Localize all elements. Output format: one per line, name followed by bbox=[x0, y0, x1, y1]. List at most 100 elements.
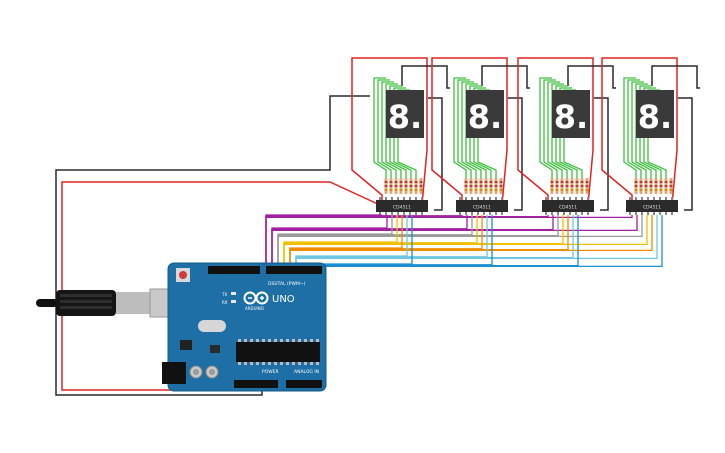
resistor[interactable] bbox=[394, 178, 398, 194]
resistor[interactable] bbox=[550, 178, 554, 194]
wire-green-segment[interactable] bbox=[639, 85, 657, 178]
wire-green-segment[interactable] bbox=[547, 81, 563, 178]
resistor-band bbox=[644, 181, 648, 183]
wire-green-segment[interactable] bbox=[373, 77, 387, 178]
display-unit[interactable]: 8.CD4511 bbox=[431, 57, 530, 215]
resistor-band bbox=[664, 181, 668, 183]
wire-green-segment[interactable] bbox=[457, 79, 472, 178]
wire-black-common[interactable] bbox=[567, 65, 616, 89]
wire-green-segment[interactable] bbox=[635, 83, 652, 178]
wire-green-segment[interactable] bbox=[461, 81, 477, 178]
resistor[interactable] bbox=[479, 178, 483, 194]
wire-green-segment[interactable] bbox=[377, 79, 392, 178]
wire-green-segment[interactable] bbox=[555, 85, 573, 178]
resistor[interactable] bbox=[555, 178, 559, 194]
resistor[interactable] bbox=[639, 178, 643, 194]
wire-green-segment[interactable] bbox=[559, 87, 578, 178]
wire-red-vcc[interactable] bbox=[351, 57, 428, 206]
wire-red-vcc[interactable] bbox=[517, 57, 594, 206]
resistor[interactable] bbox=[575, 178, 579, 194]
resistor[interactable] bbox=[585, 178, 589, 194]
resistor-band bbox=[479, 185, 483, 187]
power-jack[interactable] bbox=[162, 362, 186, 384]
resistor[interactable] bbox=[570, 178, 574, 194]
resistor[interactable] bbox=[664, 178, 668, 194]
resistor[interactable] bbox=[644, 178, 648, 194]
reset-button-cap[interactable] bbox=[179, 271, 187, 279]
resistor[interactable] bbox=[649, 178, 653, 194]
display-unit[interactable]: 8.CD4511 bbox=[351, 57, 450, 215]
cd4511-chip[interactable]: CD4511 bbox=[376, 197, 428, 215]
cd4511-chip[interactable]: CD4511 bbox=[542, 197, 594, 215]
wire-data-bus[interactable] bbox=[295, 215, 658, 266]
resistor[interactable] bbox=[384, 178, 388, 194]
atmega-pin bbox=[256, 339, 259, 342]
resistor[interactable] bbox=[469, 178, 473, 194]
wire-green-segment[interactable] bbox=[465, 83, 482, 178]
wire-black-common[interactable] bbox=[401, 65, 450, 89]
resistor[interactable] bbox=[654, 178, 658, 194]
wire-black-ground[interactable] bbox=[594, 97, 609, 211]
wire-green-segment[interactable] bbox=[393, 87, 412, 178]
resistor[interactable] bbox=[489, 178, 493, 194]
resistor[interactable] bbox=[419, 178, 423, 194]
wire-data-bus[interactable] bbox=[265, 215, 633, 266]
wire-green-segment[interactable] bbox=[551, 83, 568, 178]
digital-header-low[interactable] bbox=[208, 266, 260, 274]
wire-black-gnd[interactable] bbox=[55, 95, 370, 396]
usb-plug-ridge bbox=[60, 306, 112, 309]
wire-green-segment[interactable] bbox=[543, 79, 558, 178]
resistor-band bbox=[414, 185, 418, 187]
resistor[interactable] bbox=[494, 178, 498, 194]
wire-black-ground[interactable] bbox=[508, 97, 523, 211]
wire-black-common[interactable] bbox=[481, 65, 530, 89]
power-header[interactable] bbox=[234, 380, 278, 388]
resistor[interactable] bbox=[580, 178, 584, 194]
resistor[interactable] bbox=[474, 178, 478, 194]
resistor[interactable] bbox=[484, 178, 488, 194]
atmega-pin bbox=[274, 339, 277, 342]
wire-green-segment[interactable] bbox=[385, 83, 402, 178]
wire-green-segment[interactable] bbox=[389, 85, 407, 178]
wire-green-segment[interactable] bbox=[469, 85, 487, 178]
cd4511-chip[interactable]: CD4511 bbox=[626, 197, 678, 215]
wire-green-segment[interactable] bbox=[631, 81, 647, 178]
resistor[interactable] bbox=[499, 178, 503, 194]
wire-green-segment[interactable] bbox=[643, 87, 662, 178]
resistor[interactable] bbox=[669, 178, 673, 194]
resistor[interactable] bbox=[404, 178, 408, 194]
cd4511-chip[interactable]: CD4511 bbox=[456, 197, 508, 215]
resistor[interactable] bbox=[414, 178, 418, 194]
resistor[interactable] bbox=[389, 178, 393, 194]
display-unit[interactable]: 8.CD4511 bbox=[517, 57, 616, 215]
resistor-band bbox=[565, 189, 569, 191]
analog-header[interactable] bbox=[286, 380, 322, 388]
wire-green-segment[interactable] bbox=[381, 81, 397, 178]
wire-green-segment[interactable] bbox=[623, 77, 637, 178]
usb-cable[interactable] bbox=[36, 288, 187, 318]
wire-red-vcc[interactable] bbox=[601, 57, 678, 206]
digital-header-high[interactable] bbox=[266, 266, 322, 274]
resistor[interactable] bbox=[464, 178, 468, 194]
wire-data-bus[interactable] bbox=[271, 215, 638, 266]
resistor[interactable] bbox=[409, 178, 413, 194]
display-unit[interactable]: 8.CD4511 bbox=[601, 57, 700, 215]
arduino-uno-board[interactable]: DIGITAL (PWM~) TX RX UNO ARDUINO bbox=[162, 262, 327, 392]
wire-black-ground[interactable] bbox=[428, 97, 443, 211]
wire-black-ground[interactable] bbox=[678, 97, 693, 211]
resistor[interactable] bbox=[560, 178, 564, 194]
wire-green-segment[interactable] bbox=[453, 77, 467, 178]
wire-data-bus[interactable] bbox=[283, 215, 648, 266]
wire-green-segment[interactable] bbox=[627, 79, 642, 178]
resistor[interactable] bbox=[565, 178, 569, 194]
wire-green-segment[interactable] bbox=[473, 87, 492, 178]
resistor[interactable] bbox=[399, 178, 403, 194]
wire-red-vcc[interactable] bbox=[431, 57, 508, 206]
resistor[interactable] bbox=[659, 178, 663, 194]
wire-data-bus[interactable] bbox=[289, 215, 653, 266]
wire-data-bus[interactable] bbox=[277, 215, 643, 266]
wire-green-segment[interactable] bbox=[539, 77, 553, 178]
wire-black-common[interactable] bbox=[651, 65, 700, 89]
capacitor-top bbox=[209, 369, 215, 375]
resistor[interactable] bbox=[634, 178, 638, 194]
